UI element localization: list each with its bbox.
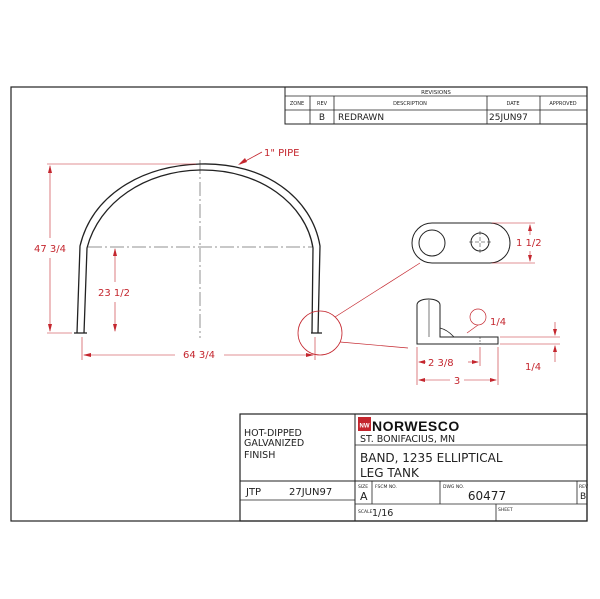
- note-line-3: FINISH: [244, 450, 275, 461]
- rev-header-rev: REV: [317, 101, 328, 107]
- title-block: HOT-DIPPED GALVANIZED FINISH JTP 27JUN97…: [239, 413, 589, 522]
- rev-header-zone: ZONE: [290, 101, 304, 107]
- rev-value: B: [580, 492, 586, 502]
- dim-thickness-label: 1/4: [525, 362, 541, 373]
- drawn-by: JTP: [245, 487, 261, 498]
- tab-side-detail: [416, 298, 499, 345]
- sheet-label: SHEET: [498, 507, 513, 513]
- rev-row-description: REDRAWN: [338, 113, 384, 123]
- scale-label: SCALE: [358, 509, 373, 515]
- tab-plan-detail: [411, 222, 511, 264]
- drawing-title-line-2: LEG TANK: [360, 466, 420, 480]
- rev-row-date: 25JUN97: [489, 113, 528, 123]
- detail-callout: [297, 262, 421, 356]
- dim-hole-offset: 2 3/8: [416, 347, 481, 385]
- dwg-label: DWG NO.: [443, 484, 464, 490]
- dim-tab-length-label: 3: [454, 376, 460, 387]
- dwg-number: 60477: [468, 489, 506, 503]
- dim-radius-label: 1/4: [490, 317, 506, 328]
- dim-overall-height-label: 47 3/4: [34, 244, 66, 255]
- revisions-table: REVISIONS ZONE REV DESCRIPTION DATE APPR…: [284, 86, 588, 125]
- drawn-date: 27JUN97: [289, 487, 332, 498]
- rev-header-description: DESCRIPTION: [393, 101, 427, 107]
- dim-overall-width: 64 3/4: [81, 337, 316, 361]
- dim-tab-height-label: 1 1/2: [516, 238, 542, 249]
- rev-label: REV: [579, 484, 589, 490]
- note-line-1: HOT-DIPPED: [244, 428, 302, 439]
- drawing-title-line-1: BAND, 1235 ELLIPTICAL: [360, 451, 503, 465]
- size-label: SIZE: [358, 484, 368, 490]
- dim-leg-height: 23 1/2: [98, 248, 130, 332]
- dim-hole-offset-label: 2 3/8: [428, 358, 454, 369]
- fscm-label: FSCM NO.: [375, 484, 397, 490]
- band-elevation: [74, 163, 322, 334]
- dim-overall-width-label: 64 3/4: [183, 350, 215, 361]
- rev-header-approved: APPROVED: [549, 101, 576, 107]
- pipe-label: 1" PIPE: [264, 148, 299, 159]
- revisions-title: REVISIONS: [421, 90, 451, 96]
- rev-row-rev: B: [319, 113, 325, 123]
- dim-tab-length: 3: [418, 347, 499, 387]
- company-logo-mark: [358, 417, 371, 431]
- company-name: NORWESCO: [372, 418, 460, 434]
- scale-value: 1/16: [372, 508, 393, 519]
- size-value: A: [360, 490, 368, 503]
- note-line-2: GALVANIZED: [244, 438, 304, 449]
- dim-tab-height: 1 1/2: [492, 222, 542, 264]
- pipe-callout: 1" PIPE: [238, 148, 299, 165]
- dim-overall-height: 47 3/4: [34, 163, 196, 334]
- rev-header-date: DATE: [506, 101, 519, 107]
- company-location: ST. BONIFACIUS, MN: [360, 434, 455, 445]
- dim-leg-height-label: 23 1/2: [98, 288, 130, 299]
- dim-thickness: 1/4: [500, 322, 560, 373]
- company-logo-mark-text: NW: [360, 424, 370, 430]
